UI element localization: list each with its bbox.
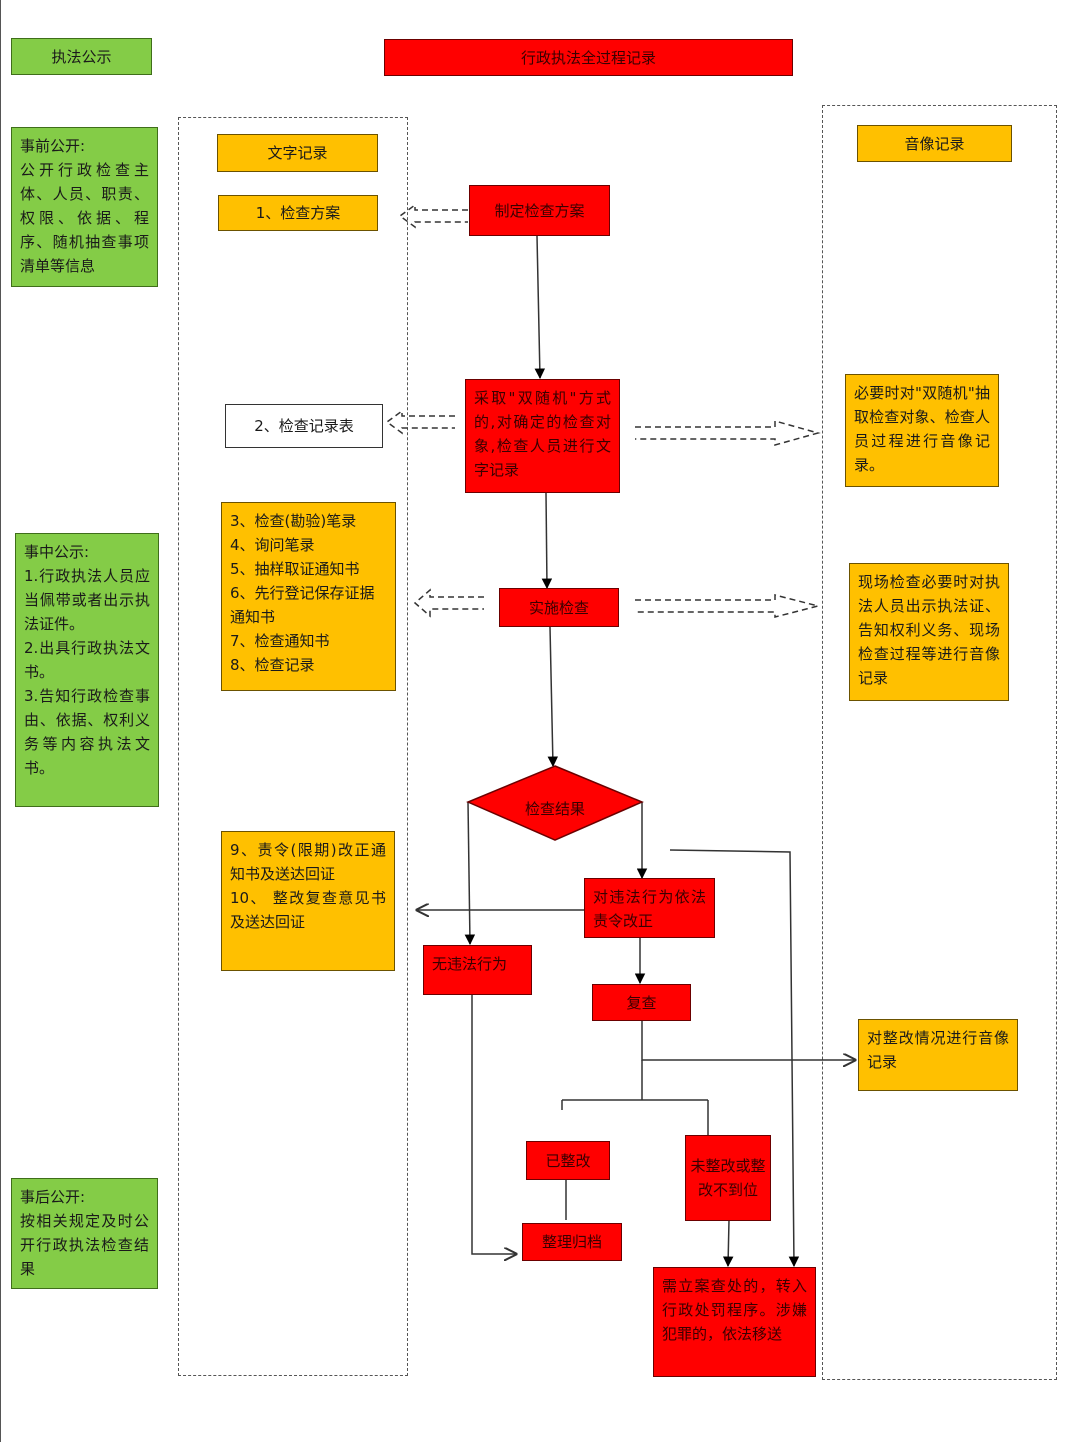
- text-record-items-9-10: 9、责令(限期)改正通知书及送达回证 10、 整改复查意见书及送达回证: [221, 831, 395, 971]
- av-record-item-random: 必要时对"双随机"抽取检查对象、检查人员过程进行音像记录。: [845, 374, 999, 487]
- av-record-title: 音像记录: [857, 125, 1012, 162]
- decision-diamond: [466, 765, 644, 841]
- step-order-correction: 对违法行为依法责令改正: [584, 878, 715, 938]
- text-record-item-checklist: 2、检查记录表: [225, 404, 383, 448]
- step-recheck: 复查: [592, 984, 691, 1021]
- av-record-column: [822, 105, 1057, 1380]
- text-record-items-3-8: 3、检查(勘验)笔录 4、询问笔录 5、抽样取证通知书 6、先行登记保存证据通知…: [221, 502, 396, 691]
- decision-label: 检查结果: [524, 800, 585, 818]
- step-penalty-transfer: 需立案查处的，转入行政处罚程序。涉嫌犯罪的，依法移送: [653, 1267, 816, 1377]
- pre-publicity-box: 事前公开: 公开行政检查主体、人员、职责、权限、依据、程序、随机抽查事项清单等信…: [11, 127, 158, 287]
- step-double-random: 采取"双随机"方式的,对确定的检查对象,检查人员进行文字记录: [465, 379, 620, 493]
- step-rectified: 已整改: [526, 1141, 610, 1180]
- text-record-title: 文字记录: [217, 134, 378, 172]
- left-frame-line: [0, 0, 1, 1442]
- step-archive: 整理归档: [522, 1223, 622, 1261]
- during-publicity-box: 事中公示: 1.行政执法人员应当佩带或者出示执法证件。 2.出具行政执法文书。 …: [15, 533, 159, 807]
- text-record-item-plan: 1、检查方案: [218, 195, 378, 231]
- page-title: 行政执法全过程记录: [384, 39, 793, 76]
- av-record-item-rectification: 对整改情况进行音像记录: [858, 1019, 1018, 1091]
- post-publicity-box: 事后公开: 按相关规定及时公开行政执法检查结果: [11, 1178, 158, 1289]
- step-conduct-inspection: 实施检查: [499, 588, 619, 627]
- text-record-column: [178, 117, 408, 1376]
- step-make-plan: 制定检查方案: [469, 185, 610, 236]
- step-not-rectified: 未整改或整改不到位: [685, 1135, 771, 1221]
- publicity-title: 执法公示: [11, 38, 152, 75]
- av-record-item-onsite: 现场检查必要时对执法人员出示执法证、告知权利义务、现场检查过程等进行音像记录: [849, 563, 1009, 701]
- step-no-violation: 无违法行为: [423, 945, 532, 995]
